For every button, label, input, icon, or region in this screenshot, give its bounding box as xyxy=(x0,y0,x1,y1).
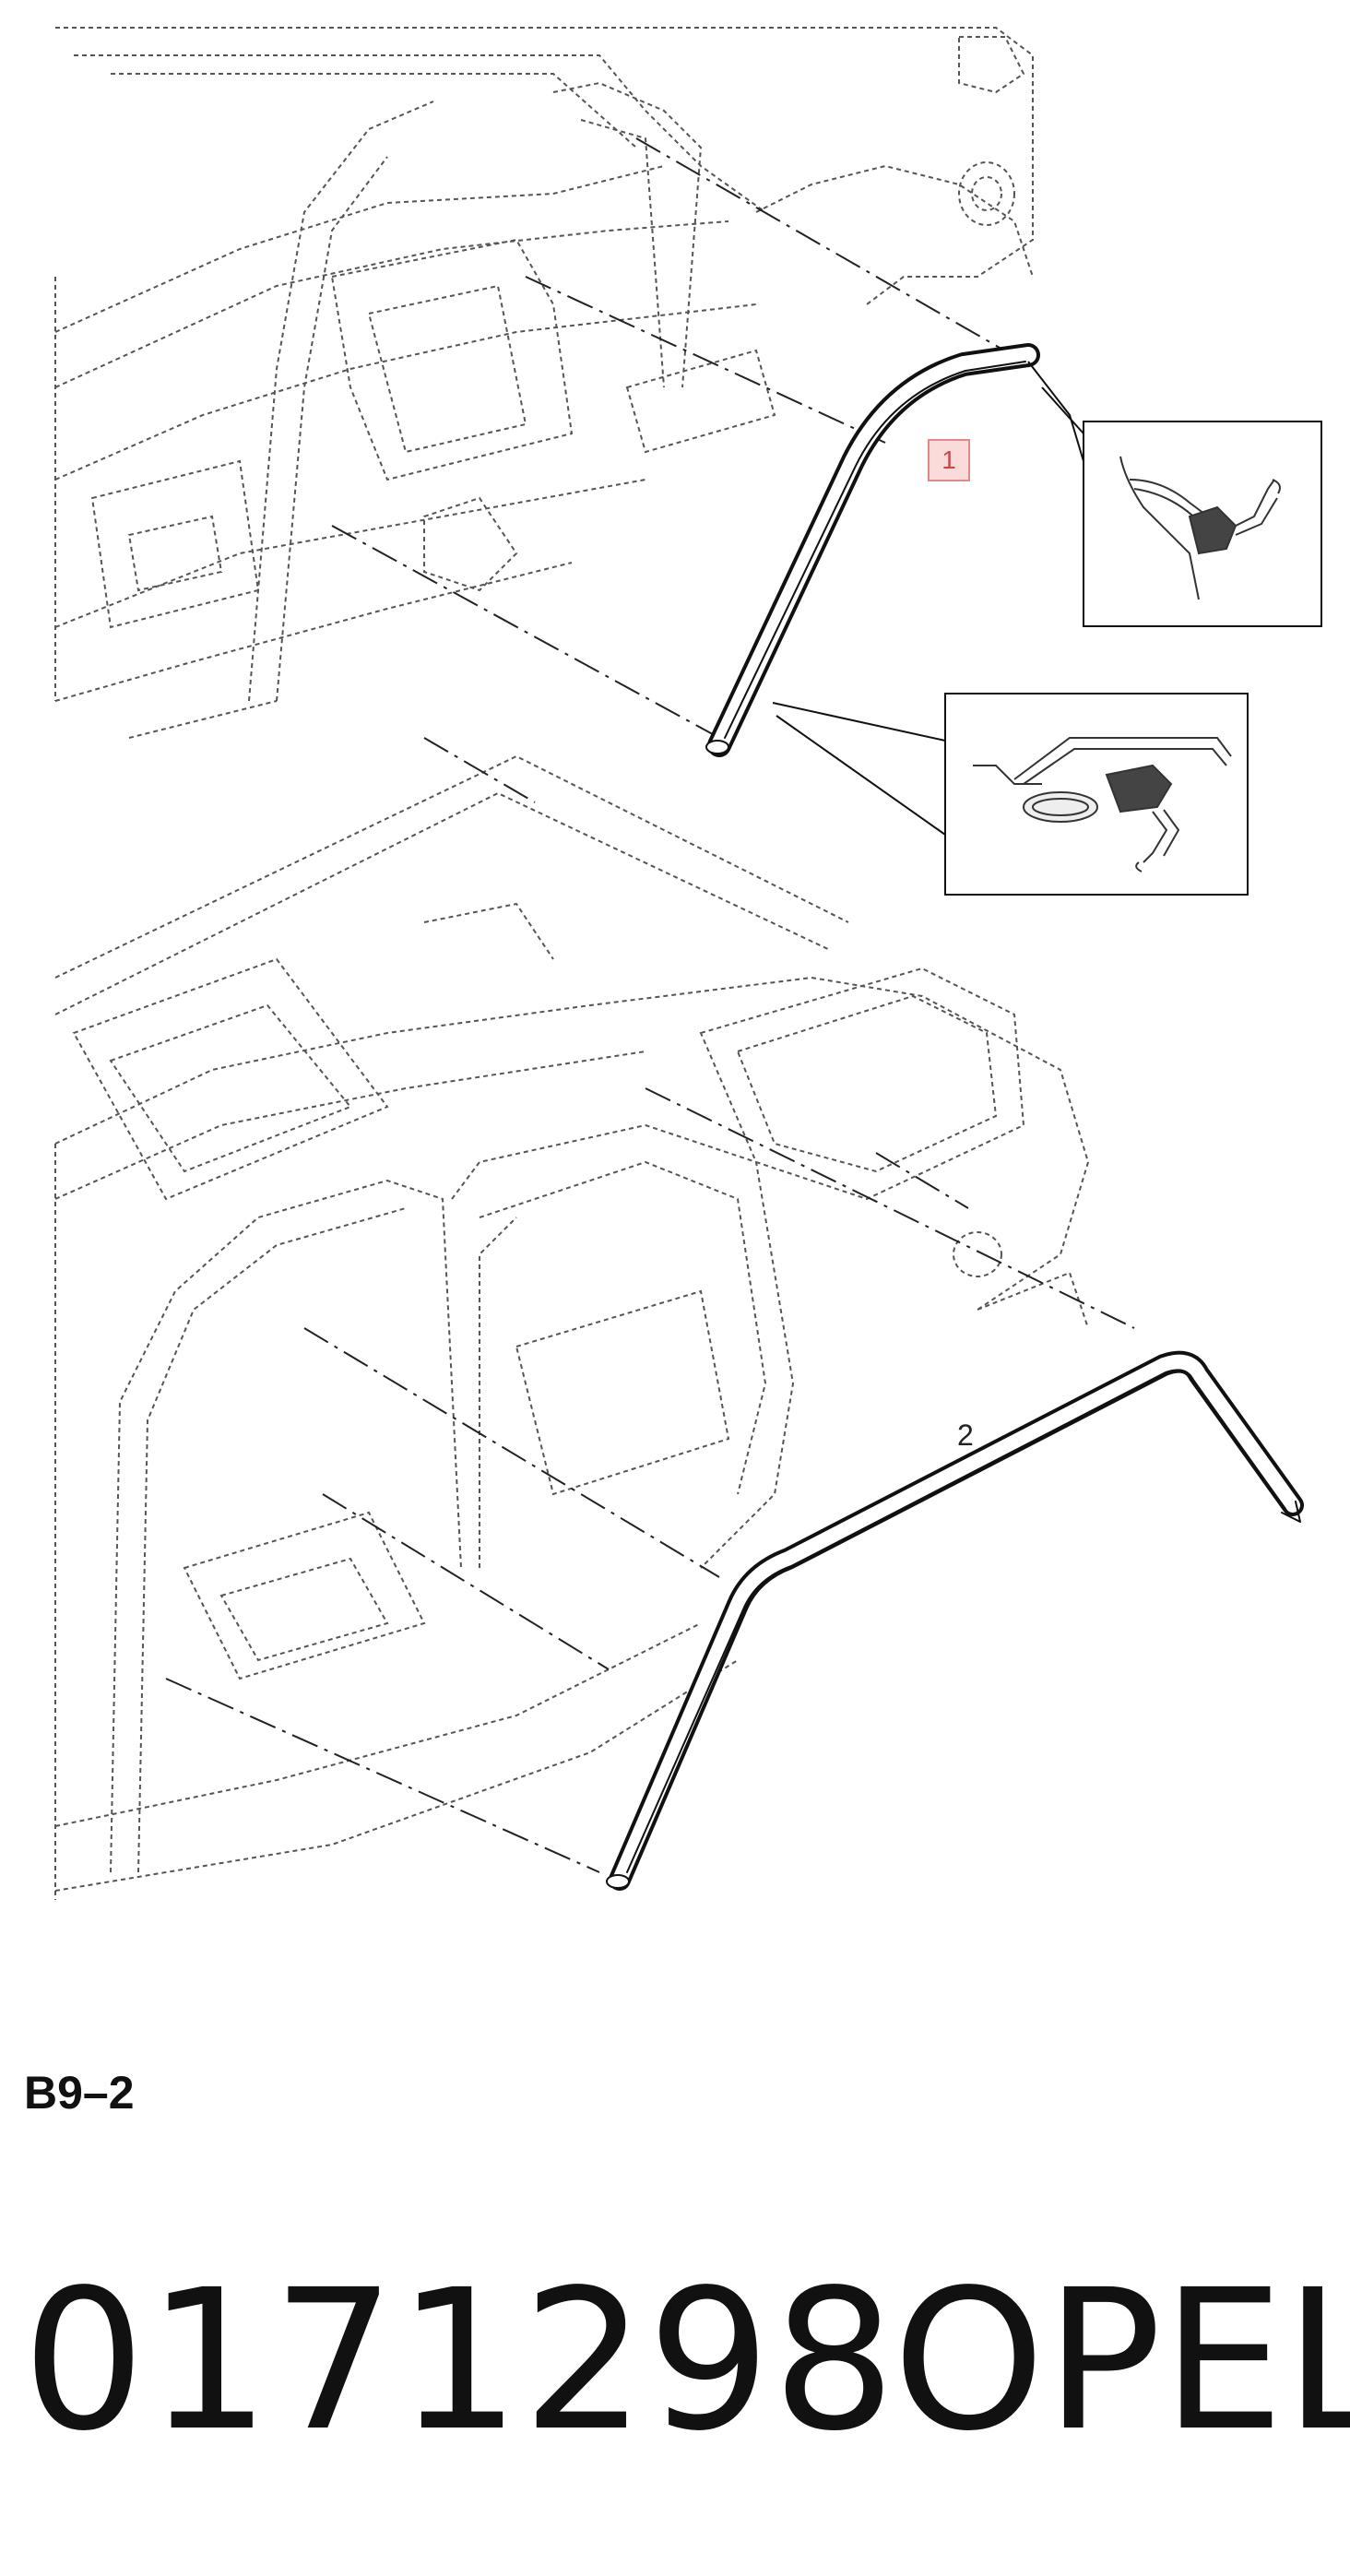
section-code: B9–2 xyxy=(24,2067,135,2119)
callout-label-1: 1 xyxy=(928,439,970,481)
part-2-seal xyxy=(606,1350,1304,1891)
leader-lines xyxy=(165,137,1135,1873)
part-number: 0171298 xyxy=(22,2248,898,2474)
callout-label-2: 2 xyxy=(957,1419,974,1452)
detail-box-top xyxy=(1027,361,1322,627)
exploded-parts-diagram: 1 2 xyxy=(54,27,1322,1900)
bottom-vehicle-body xyxy=(54,754,1090,1900)
diagram-svg xyxy=(54,27,1322,1900)
part-1-seal xyxy=(705,343,1040,757)
top-vehicle-body xyxy=(54,27,1034,739)
brand-name: OPEL xyxy=(893,2248,1350,2474)
detail-box-middle xyxy=(772,693,1249,896)
